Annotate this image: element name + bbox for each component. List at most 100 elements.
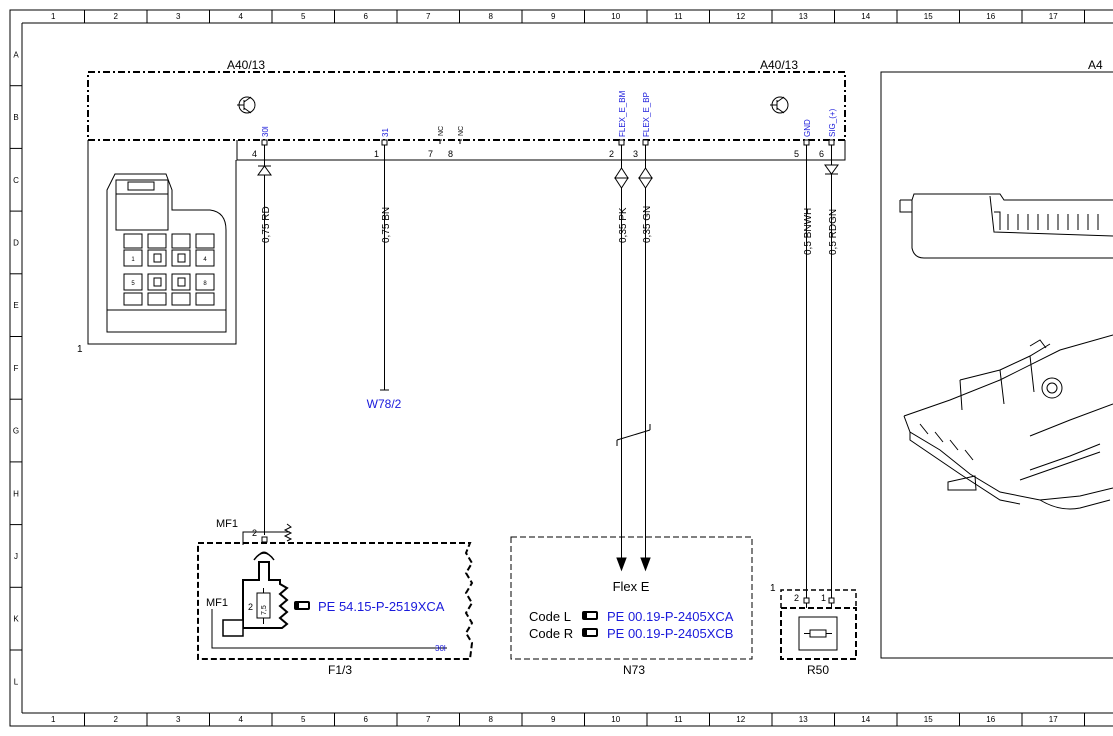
fuse-reference-link[interactable]: PE 54.15-P-2519XCA: [318, 599, 445, 614]
fuse-pin-number: 2: [252, 528, 257, 538]
column-ticks: [84, 10, 1085, 726]
wire-label: 0,75 RD: [261, 206, 272, 243]
grid-row-label: J: [14, 552, 18, 561]
reference-hand-icon: [582, 628, 598, 637]
fuse-terminal-label: 30l: [435, 644, 446, 653]
connector-cell-label: 1: [131, 257, 135, 263]
grid-column-label: 3: [176, 715, 181, 724]
wire-0-5-rdgn: [824, 160, 839, 598]
pin-nc-7: NC 7: [428, 126, 445, 159]
grid-column-label: 11: [674, 715, 683, 724]
reference-hand-icon: [294, 601, 310, 610]
pin-flex-e-bm: FLEX_E_BM 2: [609, 90, 627, 160]
sensor-ref-l-link[interactable]: PE 00.19-P-2405XCA: [607, 609, 734, 624]
pin-label: SIG_(+): [828, 108, 837, 137]
grid-column-label: 12: [736, 715, 745, 724]
wire-0-75-rd: [257, 160, 272, 535]
fuse-rating: 7,5: [261, 605, 268, 615]
resistor-callout: 1: [770, 583, 776, 594]
mf1-side-label: MF1: [206, 597, 228, 609]
connector-callout: 1: [77, 344, 83, 355]
grid-column-label: 2: [114, 12, 119, 21]
pin-number: 4: [252, 149, 257, 159]
pin-label: FLEX_E_BM: [618, 90, 627, 137]
pin-number: 8: [448, 149, 453, 159]
resistor-label: R50: [807, 663, 829, 677]
fuse-inner-pin: 2: [248, 602, 253, 612]
sensor-ref-r-link[interactable]: PE 00.19-P-2405XCB: [607, 626, 733, 641]
wire-label: 0,35 GN: [642, 206, 653, 243]
fuse-box-f1-3: MF1 2 7,5 2 MF1 30l PE 54.15-P-2519XCA F…: [197, 518, 474, 677]
sensor-code-r: Code R: [529, 626, 573, 641]
pin-label: GND: [803, 119, 812, 137]
grid-column-label: 11: [674, 12, 683, 21]
grid-column-label: 14: [861, 12, 870, 21]
sensor-label: N73: [623, 663, 645, 677]
control-unit-a40-13: A40/13 A40/13: [87, 58, 846, 161]
column-labels: 1122334455667788991010111112121313141415…: [51, 12, 1058, 724]
wire-label: 0,35 PK: [618, 207, 629, 243]
pin-number: 1: [374, 149, 379, 159]
control-unit-label-left: A40/13: [227, 58, 265, 72]
grid-column-label: 17: [1049, 12, 1058, 21]
grid-column-label: 13: [799, 12, 808, 21]
grid-column-label: 7: [426, 12, 431, 21]
grid-column-label: 9: [551, 12, 556, 21]
pin-gnd: GND 5: [794, 119, 812, 160]
ecu-housing-illustration: [899, 193, 1113, 510]
grid-row-label: L: [14, 677, 19, 686]
grid-row-label: B: [13, 113, 18, 122]
wire-label: 0,5 RDGN: [828, 209, 839, 255]
grid-row-label: K: [13, 615, 19, 624]
grid-column-label: 9: [551, 715, 556, 724]
pin-label: 30l: [261, 126, 270, 137]
wire-label: 0,5 BNWH: [803, 208, 814, 255]
grid-column-label: 3: [176, 12, 181, 21]
grid-row-label: D: [13, 238, 19, 247]
connector-view: [87, 140, 237, 345]
grid-column-label: 17: [1049, 715, 1058, 724]
grid-row-label: A: [13, 50, 19, 59]
pin-nc-8: NC 8: [448, 126, 465, 159]
grid-column-label: 8: [489, 12, 494, 21]
ground-label: W78/2: [367, 397, 402, 411]
grid-column-label: 8: [489, 715, 494, 724]
control-unit-a4-partial: A4: [880, 58, 1113, 659]
grid-column-label: 13: [799, 715, 808, 724]
connector-cell-label: 5: [131, 281, 135, 287]
resistor-r50: 2 1 1 R50: [770, 583, 857, 677]
grid-column-label: 4: [239, 12, 244, 21]
pin-flex-e-bp: FLEX_E_BP 3: [633, 92, 651, 160]
grid-column-label: 6: [364, 715, 369, 724]
grid-column-label: 4: [239, 715, 244, 724]
grid-column-label: 15: [924, 715, 933, 724]
wire-0-75-bn: [380, 160, 389, 391]
drawing-frame: [9, 9, 1113, 727]
pin-number: 7: [428, 149, 433, 159]
pin-label: 31: [381, 128, 390, 137]
row-ticks: [10, 85, 22, 651]
grid-row-label: G: [13, 427, 19, 436]
wire-0-35-gn: [638, 160, 653, 572]
grid-column-label: 10: [611, 715, 620, 724]
pin-label: FLEX_E_BP: [642, 92, 651, 137]
grid-column-label: 6: [364, 12, 369, 21]
grid-column-label: 14: [861, 715, 870, 724]
grid-row-label: E: [13, 301, 18, 310]
transistor-icon: [770, 96, 789, 114]
sensor-title: Flex E: [613, 579, 650, 594]
pin-label: NC: [438, 126, 445, 136]
grid-column-label: 15: [924, 12, 933, 21]
pin-sig: SIG_(+) 6: [819, 108, 837, 160]
grid-column-label: 1: [51, 715, 56, 724]
mf1-top-label: MF1: [216, 518, 238, 530]
resistor-icon: [798, 616, 838, 651]
grid-row-label: C: [13, 176, 19, 185]
grid-column-label: 5: [301, 12, 306, 21]
sensor-code-l: Code L: [529, 609, 571, 624]
twisted-pair-marker: [616, 424, 651, 446]
fuse-box-label: F1/3: [328, 663, 352, 677]
connector-cell-label: 4: [203, 257, 207, 263]
